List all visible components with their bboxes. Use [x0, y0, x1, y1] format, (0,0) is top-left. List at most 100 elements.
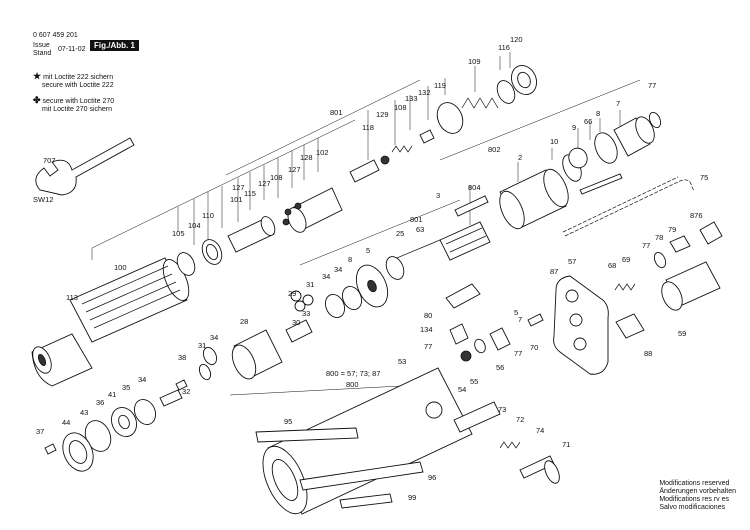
callout-134: 134 [420, 325, 433, 334]
callout-34a: 34 [334, 265, 342, 274]
star-icon: ★ [33, 71, 42, 81]
legend-cross-line2: mit Loctite 270 sichern [42, 106, 113, 113]
callout-133: 133 [405, 94, 418, 103]
ring-105 [176, 252, 196, 276]
callout-sw12: SW12 [33, 195, 53, 204]
callout-108-top: 108 [394, 103, 407, 112]
note-line-3: Modifications res rv es [659, 496, 729, 503]
note-line-2: Änderungen vorbehalten [659, 488, 736, 495]
callout-108: 108 [270, 173, 283, 182]
callout-116: 116 [498, 43, 510, 52]
nut-120 [511, 65, 537, 95]
callout-88: 88 [644, 349, 652, 358]
callout-79: 79 [668, 225, 676, 234]
callout-876: 876 [690, 211, 703, 220]
callout-34b: 34 [322, 272, 330, 281]
callout-80: 80 [424, 311, 432, 320]
callout-105: 105 [172, 229, 185, 238]
hose-75 [562, 176, 695, 237]
callout-34d: 34 [138, 375, 146, 384]
callout-9: 9 [572, 123, 576, 132]
legend-cross-line1: secure with Loctite 270 [42, 98, 115, 105]
callout-8-mid: 8 [348, 255, 352, 264]
callout-104: 104 [188, 221, 201, 230]
figure-label: Fig./Abb. 1 [90, 40, 139, 51]
legend-star-line2: secure with Loctite 222 [42, 82, 114, 89]
callout-119: 119 [434, 81, 446, 90]
callout-35: 35 [122, 383, 130, 392]
callout-34c: 34 [210, 333, 218, 342]
callout-53: 53 [398, 357, 406, 366]
callout-3: 3 [436, 191, 440, 200]
spindle-101 [227, 216, 276, 253]
callout-32: 32 [182, 387, 190, 396]
gear-25 [385, 256, 405, 280]
callout-68: 68 [608, 261, 616, 270]
issue-label: Issue [33, 42, 50, 49]
motor-housing-100 [69, 257, 190, 343]
callout-36: 36 [96, 398, 104, 407]
ring-35 [133, 398, 157, 426]
callout-110: 110 [202, 211, 214, 220]
callout-54: 54 [458, 385, 466, 394]
stand-label: Stand [33, 50, 52, 57]
spring-assembly-109 [436, 80, 516, 134]
callout-132: 132 [418, 88, 431, 97]
callout-77-top: 77 [648, 81, 656, 90]
note-line-1: Modifications reserved [659, 480, 730, 487]
callout-100: 100 [114, 263, 127, 272]
valve-56 [489, 327, 511, 351]
disc-9 [568, 147, 588, 169]
callout-804: 804 [468, 183, 481, 192]
issue-date: 07-11-02 [58, 46, 86, 53]
spindle-30 [285, 319, 313, 343]
callout-102: 102 [316, 148, 329, 157]
callout-38: 38 [178, 353, 186, 362]
callout-96: 96 [428, 473, 436, 482]
callout-2: 2 [518, 153, 522, 162]
ball-54 [460, 350, 472, 362]
callout-66: 66 [584, 117, 592, 126]
group-bracket-801 [225, 79, 421, 176]
carrier-38 [159, 379, 188, 407]
callout-801-top: 801 [330, 108, 343, 117]
callout-77-valve: 77 [514, 349, 522, 358]
callout-78: 78 [655, 233, 663, 242]
gears-29 [290, 290, 314, 312]
o-ring-77-top [648, 111, 662, 129]
callout-63: 63 [416, 225, 424, 234]
callout-25: 25 [396, 229, 404, 238]
o-ring-78 [653, 251, 667, 269]
rotor-3 [391, 221, 491, 261]
key-37 [44, 443, 57, 455]
cylinder-2 [499, 168, 569, 230]
callout-118: 118 [362, 123, 374, 132]
legend-loctite-270: ✤secure with Loctite 270 mit Loctite 270… [33, 96, 114, 114]
callout-57: 57 [568, 257, 576, 266]
screw-132 [419, 129, 435, 144]
callout-8: 8 [596, 109, 600, 118]
callout-56: 56 [496, 363, 504, 372]
callout-41: 41 [108, 390, 116, 399]
callout-101: 101 [230, 195, 243, 204]
callout-43: 43 [80, 408, 88, 417]
callout-113: 113 [66, 293, 78, 302]
seal-ring-110 [201, 239, 223, 265]
note-line-4: Salvo modificaciones [659, 504, 726, 511]
end-cap-7 [594, 116, 655, 164]
callout-128: 128 [300, 153, 313, 162]
callout-77-right: 77 [642, 241, 650, 250]
vane-804 [454, 195, 489, 217]
callout-44: 44 [62, 418, 70, 427]
clutch-102 [282, 187, 343, 233]
group-bracket-100 [91, 119, 356, 260]
callout-59: 59 [678, 329, 686, 338]
callout-55: 55 [470, 377, 478, 386]
pin-118 [349, 155, 390, 183]
spring-108 [391, 145, 413, 153]
callout-69: 69 [622, 255, 630, 264]
callout-74: 74 [536, 426, 544, 435]
callout-115: 115 [244, 189, 256, 198]
callout-95: 95 [284, 417, 292, 426]
callout-75: 75 [700, 173, 708, 182]
